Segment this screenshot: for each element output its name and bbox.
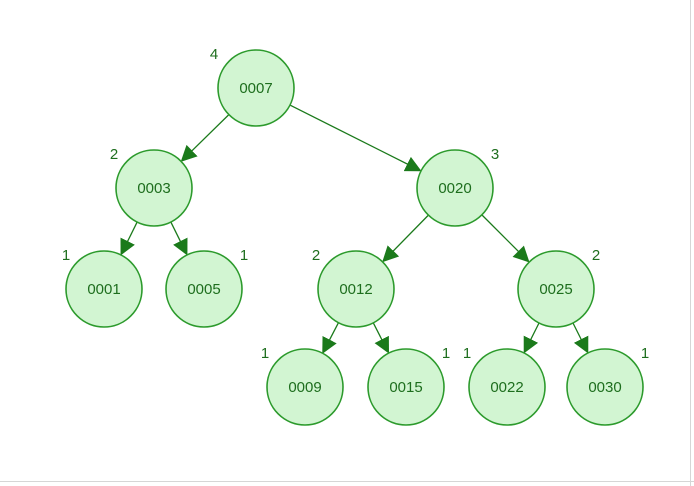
node-height-label: 1 <box>442 345 450 362</box>
node-label: 0030 <box>588 379 621 396</box>
edge-n7-n20 <box>289 104 422 172</box>
node-height-label: 2 <box>110 146 118 163</box>
tree-node-0009: 0009 1 <box>261 345 344 426</box>
node-circle <box>566 348 644 426</box>
node-label: 0012 <box>339 281 372 298</box>
node-label: 0001 <box>87 281 120 298</box>
node-label: 0015 <box>389 379 422 396</box>
tree-node-0020: 0020 3 <box>416 146 499 227</box>
node-height-label: 1 <box>641 345 649 362</box>
edge-n12-n9 <box>322 322 340 354</box>
node-height-label: 4 <box>210 46 218 63</box>
node-label: 0020 <box>438 180 471 197</box>
tree-node-0003: 0003 2 <box>110 146 193 227</box>
node-circle <box>266 348 344 426</box>
edge-n20-n25 <box>481 214 530 263</box>
node-circle <box>416 149 494 227</box>
tree-node-0025: 0025 2 <box>517 247 600 328</box>
node-label: 0025 <box>539 281 572 298</box>
edge-n3-n5 <box>170 221 188 256</box>
tree-node-0012: 0012 2 <box>312 247 395 328</box>
edge-n25-n30 <box>572 322 589 354</box>
node-height-label: 3 <box>491 146 499 163</box>
node-height-label: 1 <box>62 247 70 264</box>
node-height-label: 1 <box>463 345 471 362</box>
edge-n12-n15 <box>372 322 390 354</box>
node-circle <box>165 250 243 328</box>
node-circle <box>517 250 595 328</box>
node-circle <box>468 348 546 426</box>
node-label: 0007 <box>239 80 272 97</box>
node-label: 0003 <box>137 180 170 197</box>
node-height-label: 2 <box>312 247 320 264</box>
nodes-layer: 0007 4 0003 2 0020 3 0001 1 0005 1 0012 2 0025 2 0009 1… <box>62 46 649 426</box>
node-circle <box>367 348 445 426</box>
node-label: 0005 <box>187 281 220 298</box>
tree-node-0001: 0001 1 <box>62 247 143 328</box>
tree-node-0015: 0015 1 <box>367 345 450 426</box>
node-height-label: 1 <box>240 247 248 264</box>
edge-n20-n12 <box>382 214 429 263</box>
edge-n3-n1 <box>120 221 138 256</box>
tree-node-0030: 0030 1 <box>566 345 649 426</box>
node-label: 0022 <box>490 379 523 396</box>
edge-n25-n22 <box>523 322 540 354</box>
node-circle <box>317 250 395 328</box>
tree-node-0007: 0007 4 <box>210 46 295 127</box>
node-label: 0009 <box>288 379 321 396</box>
node-circle <box>217 49 295 127</box>
tree-node-0022: 0022 1 <box>463 345 546 426</box>
edges-layer <box>120 104 589 354</box>
tree-node-0005: 0005 1 <box>165 247 248 328</box>
node-height-label: 1 <box>261 345 269 362</box>
node-height-label: 2 <box>592 247 600 264</box>
node-circle <box>65 250 143 328</box>
node-circle <box>115 149 193 227</box>
edge-n7-n3 <box>180 114 230 162</box>
